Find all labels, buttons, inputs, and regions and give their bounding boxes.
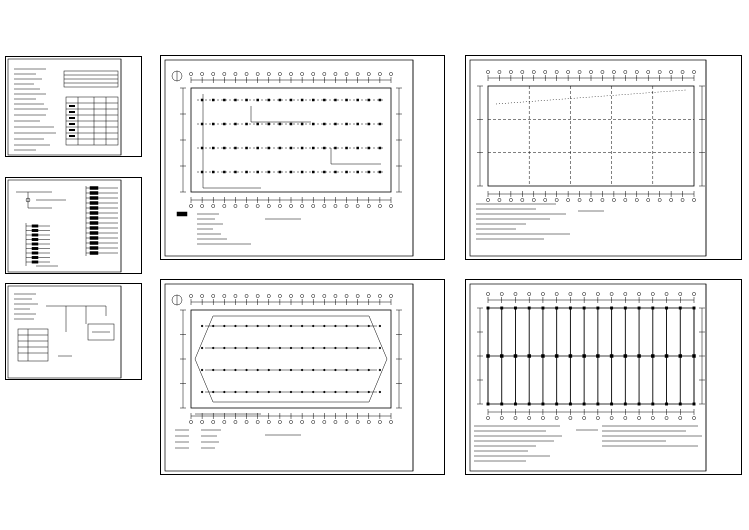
roof-plan-graphics <box>469 59 707 257</box>
notes-text-lines <box>14 68 56 151</box>
branch-lines <box>86 186 118 255</box>
legend-table <box>63 70 119 146</box>
lighting-plan-graphics <box>164 59 414 257</box>
legend-symbols <box>69 105 75 137</box>
sheet-notes-graphics <box>7 58 122 156</box>
sheet-grounding-plan[interactable] <box>465 279 742 475</box>
power-plan-graphics <box>164 283 414 472</box>
sheet-panel-graphics <box>7 285 122 379</box>
power-legend <box>175 429 301 449</box>
panel-wiring <box>46 305 115 341</box>
building-grid <box>477 70 705 202</box>
panel-schedule <box>17 328 49 362</box>
building-grid <box>180 294 402 424</box>
lighting-legend <box>197 213 301 245</box>
sheet-roof-plan[interactable] <box>465 55 742 260</box>
building-grid <box>477 292 705 420</box>
incoming-feeder <box>16 191 66 209</box>
grounding-plan-graphics <box>469 283 707 472</box>
roof-notes <box>476 203 604 240</box>
sheet-lighting-plan[interactable] <box>160 55 445 260</box>
sheet-system-graphics <box>7 179 122 273</box>
grounding-notes <box>474 425 702 462</box>
panel-notes <box>14 293 38 320</box>
second-panel-branches <box>26 224 50 264</box>
building-grid <box>176 72 402 217</box>
sheet-panel-wiring[interactable] <box>5 283 142 380</box>
sheet-power-plan[interactable] <box>160 279 445 475</box>
sheet-notes-legend[interactable] <box>5 56 142 157</box>
sheet-distribution-system[interactable] <box>5 177 142 274</box>
